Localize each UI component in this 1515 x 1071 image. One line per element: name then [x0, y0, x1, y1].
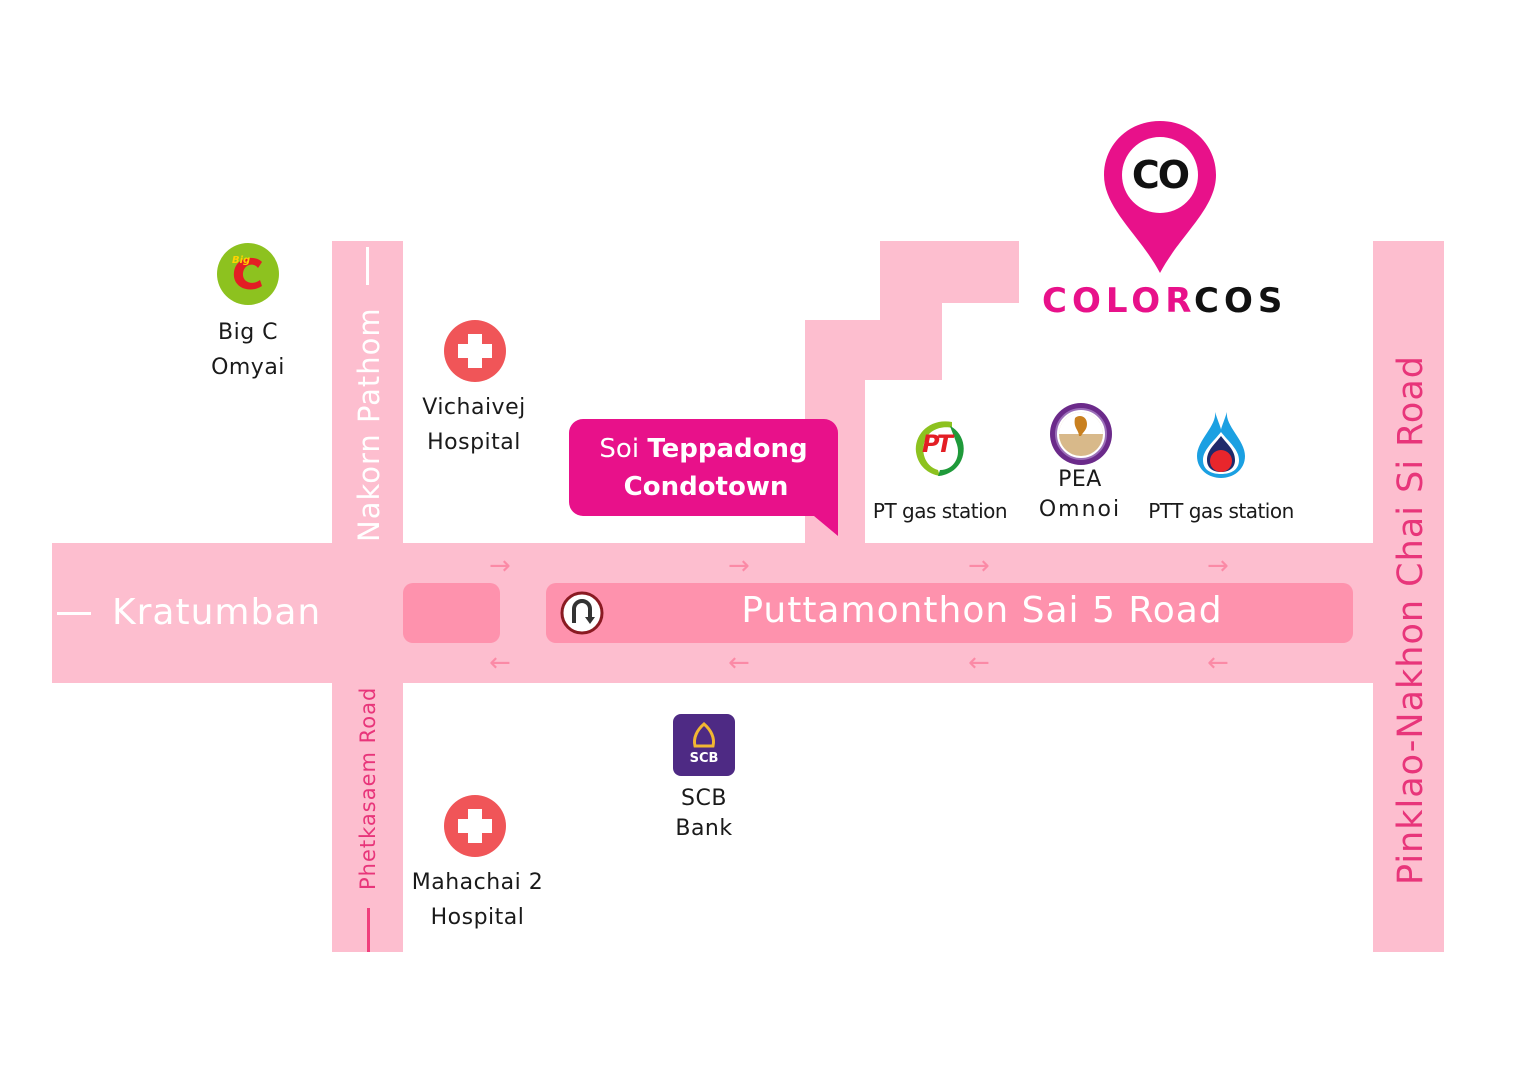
- arrow-west-icon: ←: [489, 648, 511, 678]
- pt-label: PT gas station: [872, 499, 1008, 523]
- arrow-east-icon: →: [968, 551, 990, 581]
- ptt-label: PTT gas station: [1148, 499, 1294, 523]
- road-label-kratumban: Kratumban: [112, 592, 322, 633]
- pea-label: PEA Omnoi: [1038, 467, 1122, 522]
- vichaivej-label: Vichaivej Hospital: [422, 395, 526, 455]
- arrow-east-icon: →: [728, 551, 750, 581]
- arrow-east-icon: →: [489, 551, 511, 581]
- road-phetkasaem: [332, 683, 403, 952]
- u-turn-icon: [560, 591, 604, 635]
- arrow-east-icon: →: [1207, 551, 1229, 581]
- callout-prefix: Soi: [599, 434, 648, 464]
- scb-label: SCB Bank: [675, 786, 733, 841]
- soi-teppadong-top: [880, 241, 1019, 303]
- colorcos-wordmark: COLOR COS: [1042, 281, 1302, 325]
- bigc-icon-text: Big: [232, 255, 251, 266]
- hospital-cross-icon: [443, 319, 507, 383]
- road-label-nakorn-pathom: Nakorn Pathom: [352, 307, 386, 542]
- arrow-west-icon: ←: [728, 648, 750, 678]
- pea-seal-icon: [1049, 402, 1113, 466]
- callout-line2: Condotown: [623, 472, 789, 502]
- bigc-logo-icon: Big: [216, 242, 280, 306]
- road-pinklao: [1373, 241, 1444, 952]
- arrow-west-icon: ←: [968, 648, 990, 678]
- arrow-west-icon: ←: [1207, 648, 1229, 678]
- ptt-drop-icon: [1193, 410, 1249, 480]
- road-label-phetkasaem: Phetkasaem Road: [356, 686, 380, 890]
- brand-name-part1: COLOR: [1042, 281, 1197, 321]
- hospital-cross-icon: [443, 794, 507, 858]
- pt-icon-text: PT: [922, 430, 953, 458]
- nakorn-pathom-dash: [366, 247, 369, 285]
- colorcos-pin-icon: CO: [1100, 117, 1220, 277]
- mahachai-label: Mahachai 2 Hospital: [411, 870, 544, 930]
- bigc-label: Big C Omyai: [211, 320, 285, 380]
- scb-logo-icon: SCB: [673, 714, 735, 776]
- phetkasaem-dash: [367, 908, 370, 952]
- road-label-pinklao: Pinklao-Nakhon Chai Si Road: [1391, 355, 1431, 885]
- road-label-main: Puttamonthon Sai 5 Road: [741, 590, 1223, 631]
- soi-teppadong-callout: Soi Teppadong Condotown: [569, 419, 838, 536]
- pt-logo-icon: PT: [910, 416, 970, 478]
- callout-bold: Teppadong: [647, 434, 808, 464]
- pin-monogram: CO: [1131, 153, 1190, 197]
- median-main: [546, 583, 1353, 643]
- median-small: [403, 583, 500, 643]
- brand-name-part2: COS: [1194, 281, 1288, 321]
- road-nakorn-pathom: [332, 241, 403, 543]
- scb-icon-text: SCB: [689, 751, 719, 766]
- kratumban-dash: [57, 612, 91, 615]
